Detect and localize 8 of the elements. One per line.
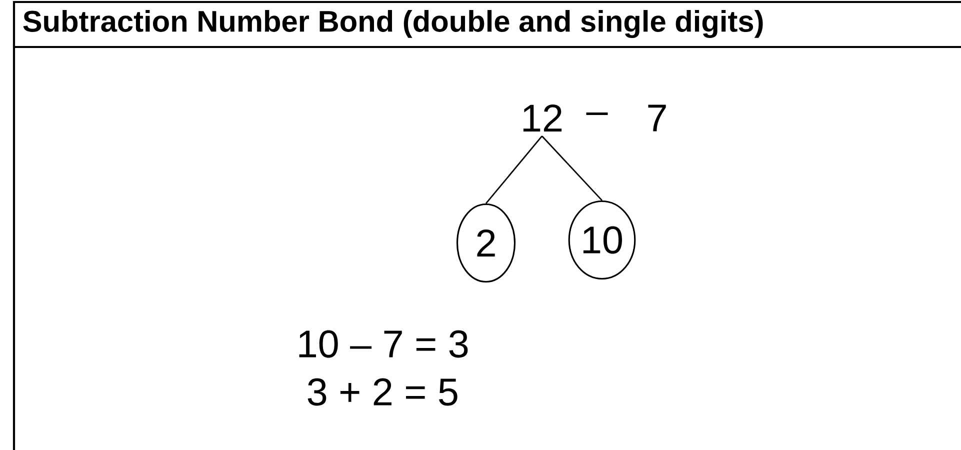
equation: 10 – 7 = 3 [299,330,468,358]
branch-line [485,136,543,204]
number: 12 [523,104,562,132]
minus-sign: – [586,112,608,116]
title: Subtraction Number Bond (double and single digits) [23,10,763,38]
number: 7 [648,104,666,132]
equation: 3 + 2 = 5 [308,378,458,406]
branch-line [542,136,603,201]
